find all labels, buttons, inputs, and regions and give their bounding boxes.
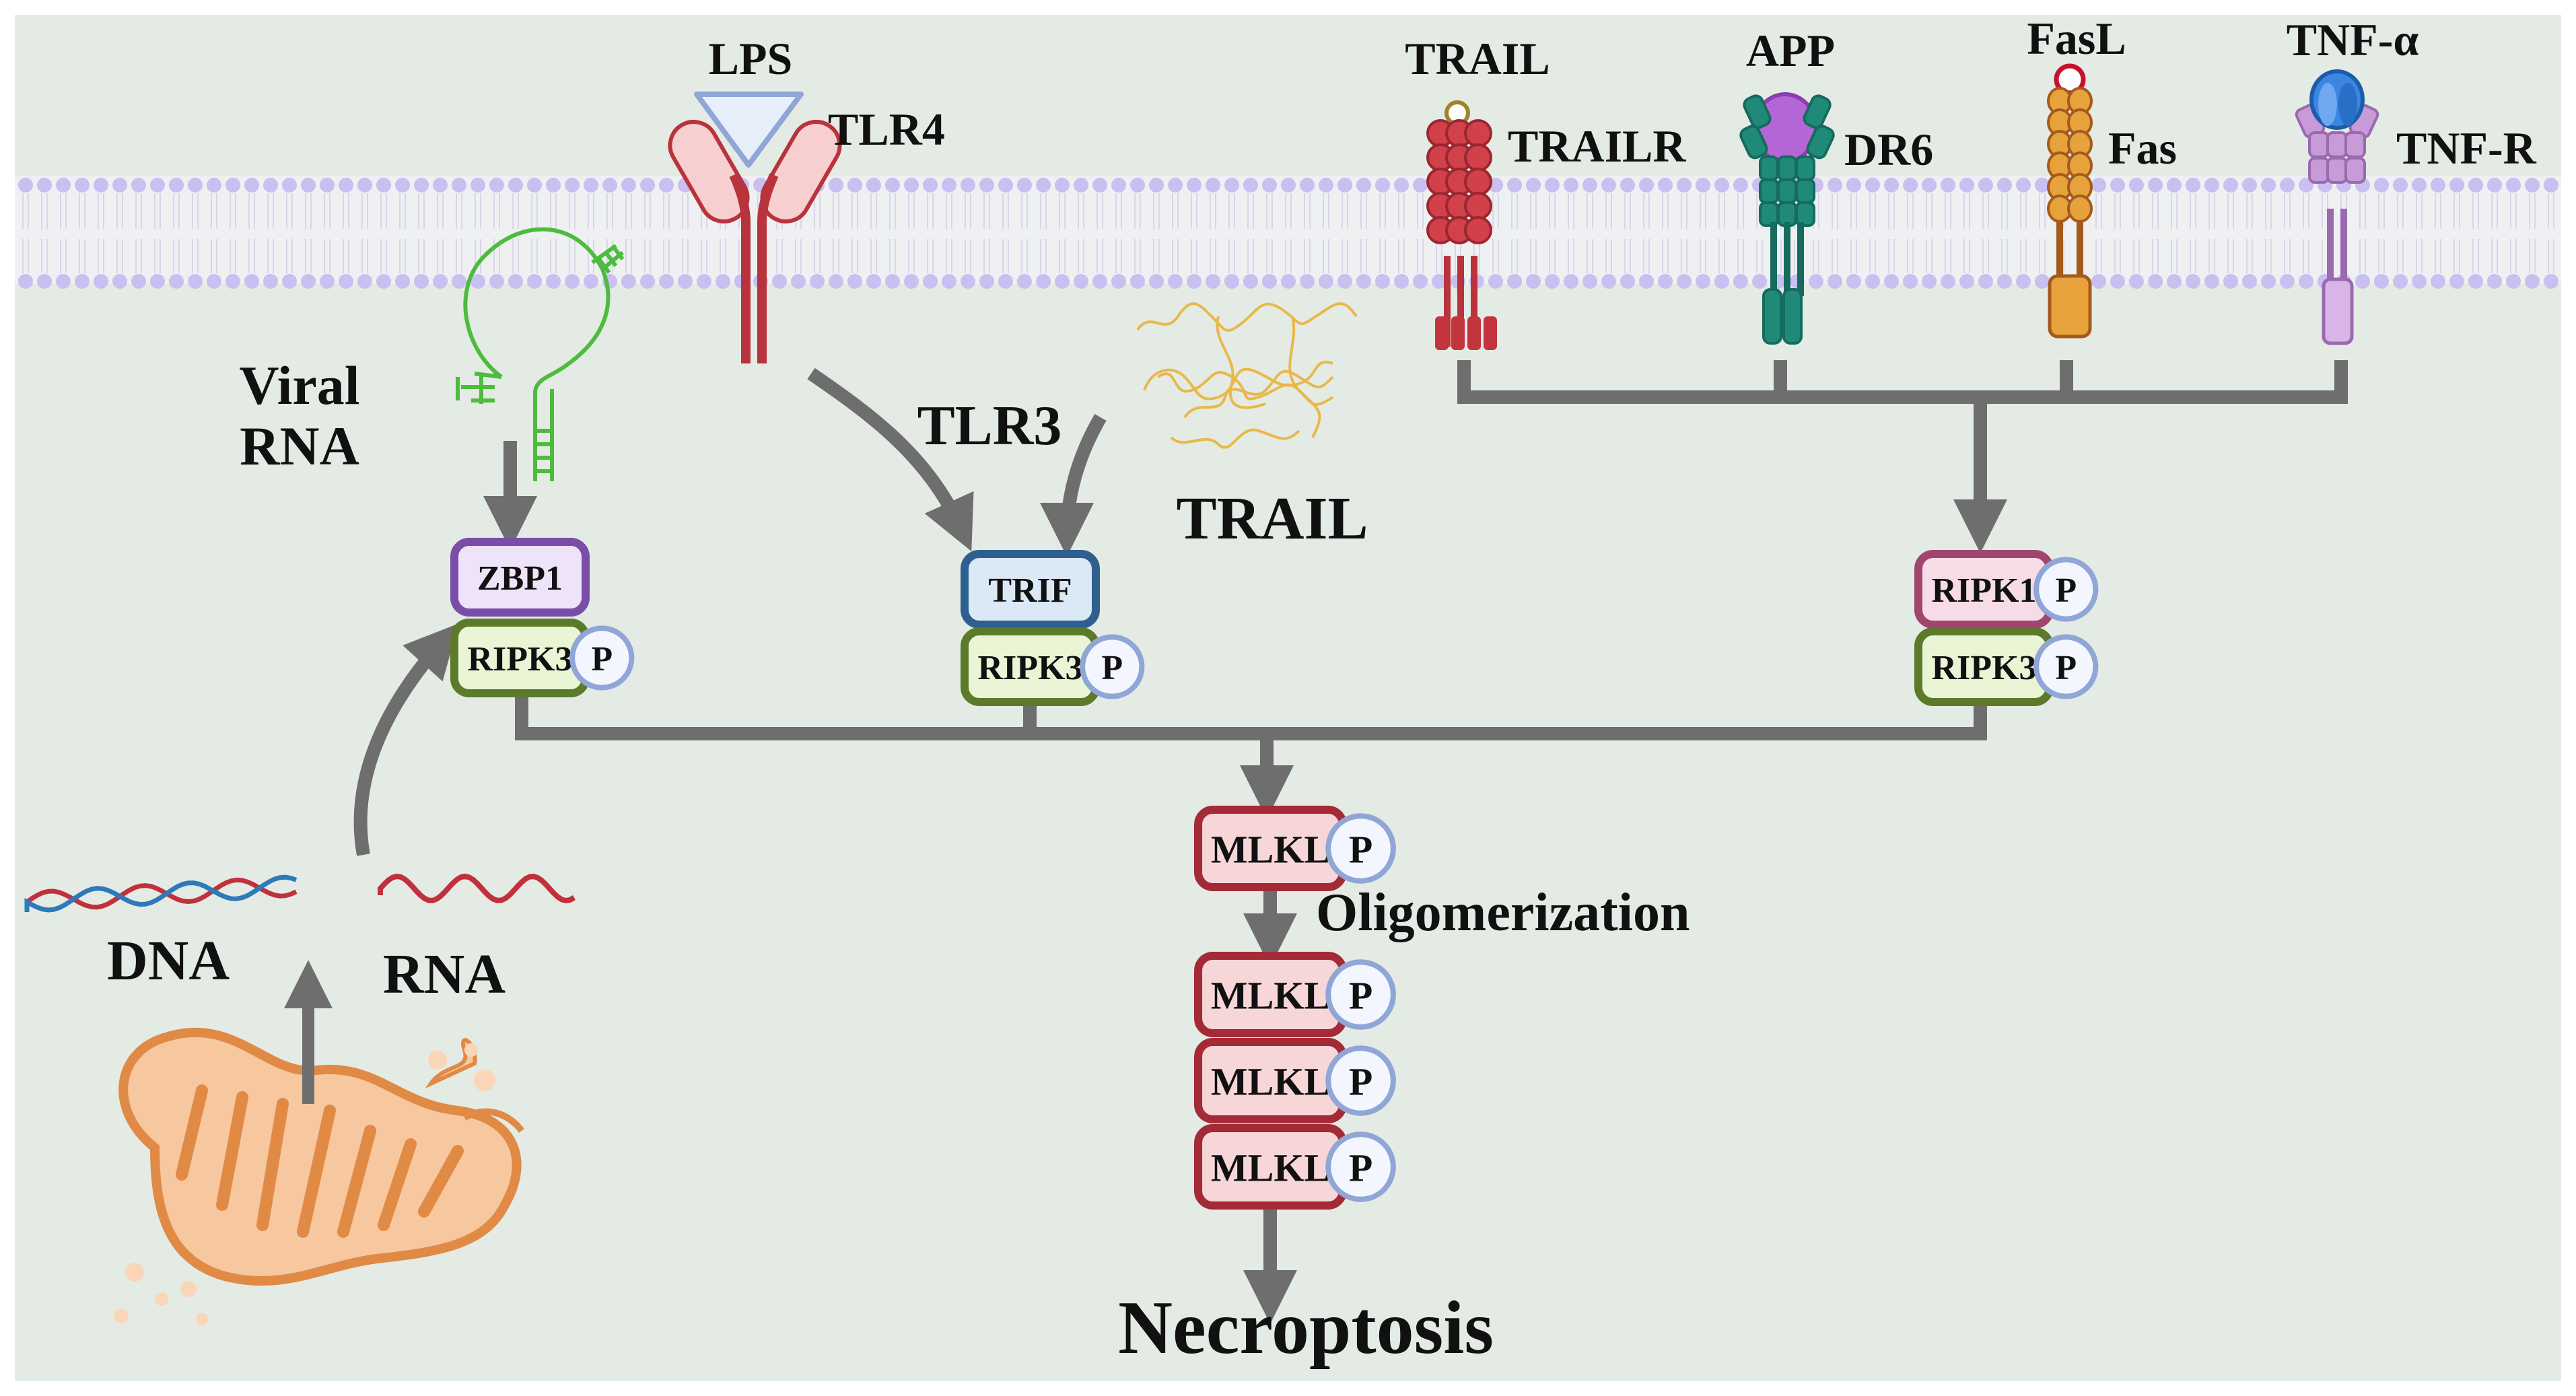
ripk3-box-right-phospho: P [2033, 634, 2099, 699]
arrow-tlr3-to-trif [1040, 413, 1107, 557]
mlkl-box-1-label: MLKL [1211, 827, 1330, 871]
trail-ligand-icon [1136, 302, 1358, 449]
trailr-receptor-icon [1426, 100, 1497, 350]
mlkl-box-3: MLKL P [1194, 1038, 1396, 1123]
receptor-signal-connector [1457, 360, 2348, 404]
dna-helix-icon [24, 874, 298, 913]
mlkl-box-2-label: MLKL [1211, 973, 1330, 1017]
ripk3-box-mid-label: RIPK3 [978, 649, 1083, 687]
label-app: APP [1746, 25, 1835, 76]
label-trail-mid: TRAIL [1176, 485, 1368, 552]
label-tnfr: TNF-R [2396, 123, 2537, 174]
ripk3-box-mid-phospho: P [1080, 634, 1145, 699]
label-trail-top: TRAIL [1405, 33, 1550, 84]
svg-text:P: P [2055, 571, 2077, 610]
ripk1-box-phospho: P [2033, 557, 2099, 622]
svg-text:P: P [1349, 827, 1372, 871]
ripk3-box-left: RIPK3 P [450, 619, 635, 697]
label-tnfa: TNF-α [2287, 14, 2419, 65]
mlkl-box-2: MLKL P [1194, 952, 1396, 1037]
tlr4-receptor-icon [668, 120, 842, 363]
svg-text:P: P [1349, 973, 1372, 1017]
svg-text:P: P [2055, 649, 2077, 687]
svg-text:P: P [1101, 649, 1123, 687]
mlkl-box-1: MLKL P [1194, 806, 1396, 891]
mlkl-box-3-label: MLKL [1211, 1059, 1330, 1103]
label-fasl: FasL [2027, 13, 2126, 64]
label-necroptosis: Necroptosis [1118, 1286, 1494, 1370]
rna-strand-icon [378, 873, 576, 904]
label-fas: Fas [2108, 123, 2177, 174]
label-viral-rna-line2: RNA [240, 415, 359, 477]
label-lps: LPS [709, 33, 793, 84]
trif-box: TRIF [961, 550, 1100, 629]
dr6-receptor-icon [1739, 92, 1835, 345]
lps-icon [694, 92, 804, 168]
mlkl-box-4: MLKL P [1194, 1124, 1396, 1210]
ripk3-box-right-label: RIPK3 [1932, 649, 2037, 687]
mlkl-box-4-phospho: P [1325, 1131, 1396, 1202]
label-dna: DNA [107, 930, 230, 992]
label-oligomerization: Oligomerization [1316, 883, 1690, 942]
zbp1-box: ZBP1 [450, 538, 590, 617]
mlkl-box-3-phospho: P [1325, 1045, 1396, 1116]
ripk3-box-left-phospho: P [569, 625, 635, 691]
label-tlr3: TLR3 [917, 394, 1062, 457]
label-viral-rna-line1: Viral [239, 355, 359, 416]
ripk1-box-label: RIPK1 [1932, 571, 2037, 610]
viral-rna-icon [456, 227, 625, 481]
tnfr-receptor-icon [2295, 69, 2379, 345]
trif-box-label: TRIF [988, 571, 1072, 610]
label-rna: RNA [383, 943, 506, 1006]
label-dr6: DR6 [1844, 124, 1933, 175]
label-trailr: TRAILR [1508, 120, 1686, 172]
mlkl-box-2-phospho: P [1325, 959, 1396, 1030]
ripk3-box-mid: RIPK3 P [961, 627, 1145, 706]
fas-receptor-icon [2047, 63, 2093, 339]
svg-text:P: P [1349, 1146, 1372, 1189]
svg-text:P: P [591, 640, 613, 678]
zbp1-box-label: ZBP1 [477, 559, 563, 598]
ripk1-box: RIPK1 P [1914, 550, 2099, 629]
svg-text:P: P [1349, 1059, 1372, 1103]
membrane-icon [15, 176, 2561, 289]
mitochondrion-icon [114, 1028, 524, 1325]
arrow-tlr4-to-trif [807, 368, 974, 552]
ripk3-box-left-label: RIPK3 [468, 640, 573, 678]
mlkl-box-4-label: MLKL [1211, 1146, 1330, 1189]
ripk3-box-right: RIPK3 P [1914, 627, 2099, 706]
mlkl-box-1-phospho: P [1325, 813, 1396, 884]
arrow-dna-rna-to-ripk3 [353, 623, 459, 856]
label-tlr4: TLR4 [828, 104, 945, 155]
